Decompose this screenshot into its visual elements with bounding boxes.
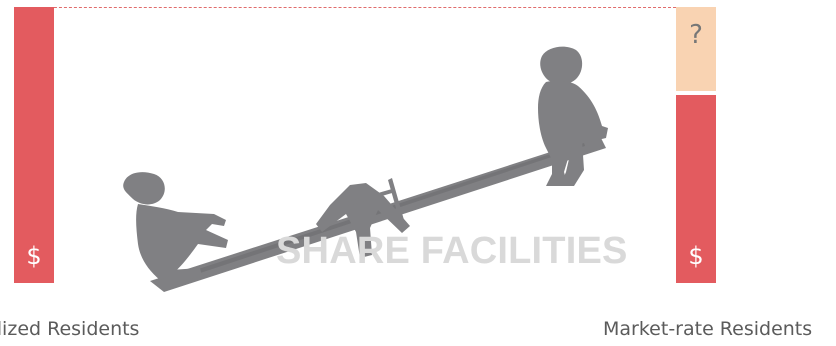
share-facilities-label: SHARE FACILITIES xyxy=(276,232,636,270)
market-rate-residents-caption: Market-rate Residents xyxy=(603,320,812,339)
subsidized-residents-caption: dized Residents xyxy=(0,320,139,339)
